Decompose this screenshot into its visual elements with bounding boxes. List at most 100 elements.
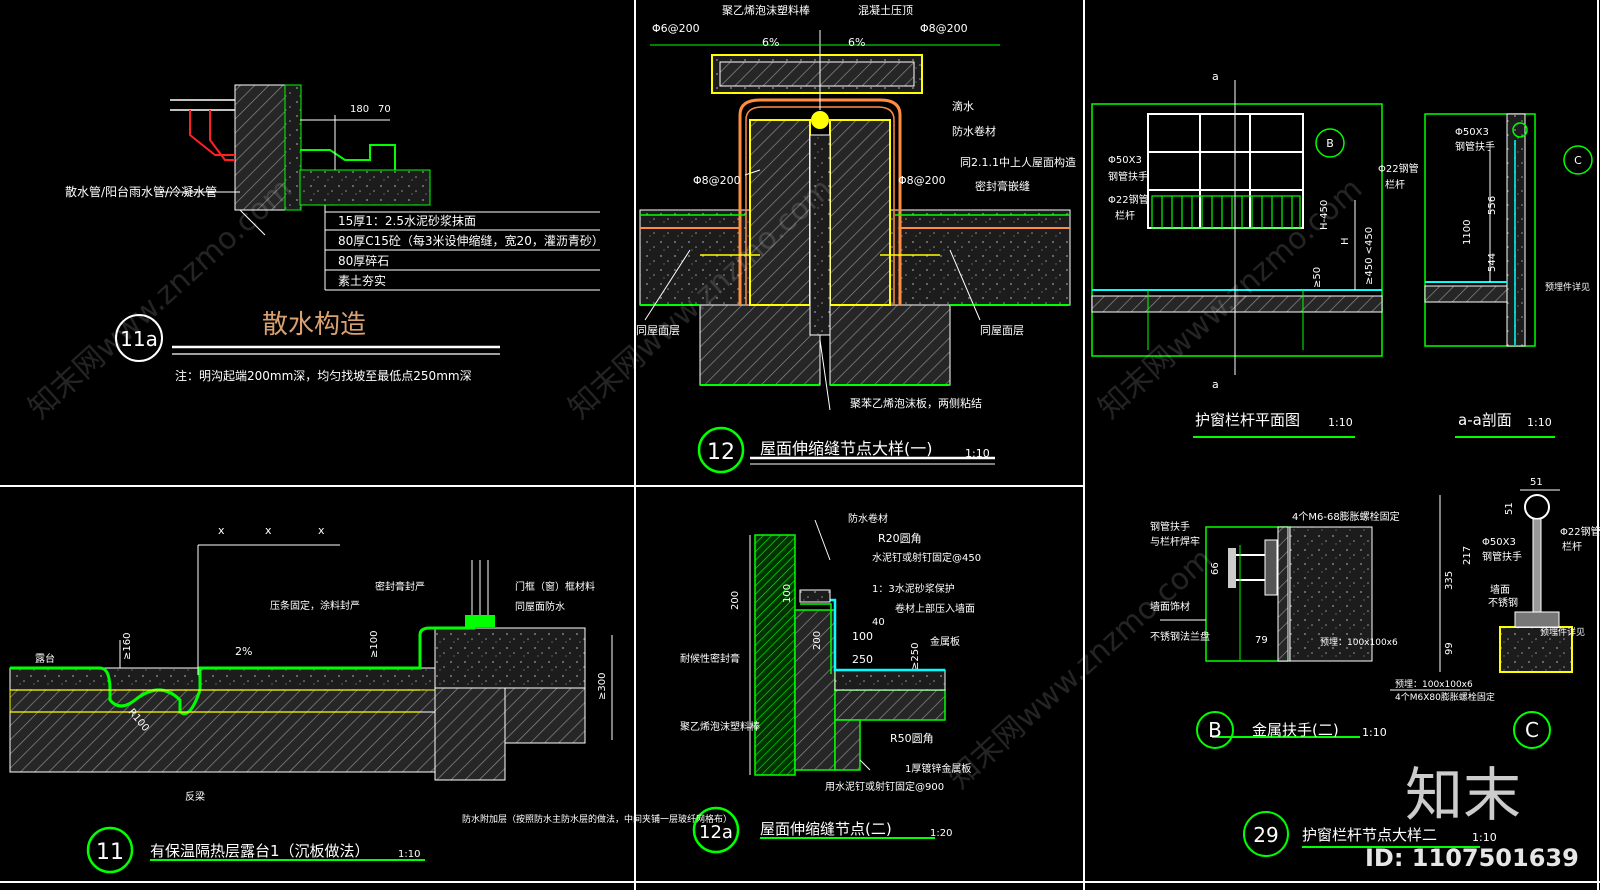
d12a-200-b: 200 <box>812 631 823 650</box>
c-dim-51-top: 51 <box>1530 477 1543 488</box>
detail-badge-11 <box>86 826 134 874</box>
badge-12a-label: 12a <box>699 822 733 843</box>
watermark-text-4: 知末网www.znzmo.com <box>942 541 1219 796</box>
panel-11-text: x x x 露台 压条固定，涂料封严 ≥160 密封膏封严 门框（窗）框材料 同… <box>35 524 732 865</box>
panel-scale-11: 1:10 <box>398 849 420 860</box>
b-dim-79: 79 <box>1255 635 1268 646</box>
panel-29-text: a a B C Φ50X3 钢管扶手 Φ22钢管 栏杆 H-450 H ≥50 … <box>1108 70 1590 429</box>
label-phi8-left: Φ8@200 <box>693 174 741 187</box>
l12a-mortar: 1：3水泥砂浆保护 <box>872 582 955 595</box>
marker-c: C <box>1574 154 1582 167</box>
section-label-phi22: Φ22钢管 <box>1378 162 1419 175</box>
b-label-wall-finish: 墙面饰材 <box>1150 600 1190 613</box>
label-coping: 混凝土压顶 <box>858 3 913 17</box>
label-roof-waterproof: 同屋面防水 <box>515 600 565 613</box>
detail-badge-b <box>1196 711 1234 749</box>
panel-11 <box>9 544 613 874</box>
callout-marker-b <box>1315 128 1345 158</box>
b-label-flange: 不锈钢法兰盘 <box>1150 630 1210 643</box>
section-label-handrail: 钢管扶手 <box>1455 140 1495 153</box>
detail-badge-29 <box>1243 811 1289 857</box>
panel-12 <box>639 30 1071 474</box>
detail-badge-c <box>1513 711 1551 749</box>
b-label-weld: 与栏杆焊牢 <box>1150 535 1200 548</box>
panel-title-12: 屋面伸缩缝节点大样(一) <box>760 439 933 458</box>
badge-29-label: 29 <box>1253 823 1278 847</box>
label-terrace: 露台 <box>35 652 55 665</box>
b-bottom-note: 预埋：100x100x6 <box>1320 637 1398 648</box>
dim-x-2: x <box>265 524 272 537</box>
panel-12a <box>692 519 946 854</box>
label-phi8-right: Φ8@200 <box>898 174 946 187</box>
dim-300: ≥300 <box>597 673 608 700</box>
l12a-membrane: 防水卷材 <box>848 512 888 525</box>
d12a-250-a: ≥250 <box>910 643 921 670</box>
b-label-bolts: 4个M6-68膨胀螺栓固定 <box>1292 510 1400 523</box>
watermark-text: 知末网www.znzmo.com <box>22 171 299 426</box>
panel-title-29: 护窗栏杆节点大样二 <box>1302 826 1437 844</box>
plan-label-phi50: Φ50X3 <box>1108 155 1142 166</box>
l12a-r20: R20圆角 <box>878 532 922 545</box>
d12a-40: 40 <box>872 617 885 628</box>
dim-x-1: x <box>218 524 225 537</box>
l12a-press-in: 卷材上部压入墙面 <box>895 602 975 615</box>
panel-12-text: Φ6@200 聚乙烯泡沫塑料棒 混凝土压顶 Φ8@200 6% 6% 滴水 防水… <box>636 3 1076 465</box>
plan-dim-50: ≥50 <box>1312 267 1323 288</box>
c-label-wall: 墙面 <box>1490 583 1510 596</box>
layer-1: 15厚1：2.5水泥砂浆抹面 <box>338 213 476 228</box>
label-strip-fix: 压条固定，涂料封严 <box>270 599 360 612</box>
panel-scale-12a: 1:20 <box>930 828 952 839</box>
detail-badge-11a <box>115 314 163 362</box>
layer-4: 素土夯实 <box>338 273 386 288</box>
c-bottom-note: 预埋：100x100x6 <box>1395 679 1473 690</box>
label-slope-2: 2% <box>235 645 252 658</box>
panel-29 <box>1091 80 1593 438</box>
d12a-250-b: 250 <box>852 653 873 666</box>
scale-plan: 1:10 <box>1328 416 1353 429</box>
panel-scale-12: 1:10 <box>965 447 990 460</box>
label-upturn-beam: 反梁 <box>185 790 205 803</box>
marker-a-top: a <box>1212 70 1219 83</box>
label-frame: 门框（窗）框材料 <box>515 580 595 593</box>
plan-dim-h450: H-450 <box>1319 200 1330 230</box>
callout-drain-pipe: 散水管/阳台雨水管/冷凝水管 <box>65 184 217 199</box>
c-dim-51-side: 51 <box>1504 502 1515 515</box>
dim-70: 70 <box>378 104 391 115</box>
c-dim-217: 217 <box>1462 546 1473 565</box>
badge-12-label: 12 <box>707 440 735 465</box>
title-plan: 护窗栏杆平面图 <box>1195 411 1300 429</box>
l12a-galv: 1厚镀锌金属板 <box>905 762 971 775</box>
panel-b-text: 钢管扶手 与栏杆焊牢 4个M6-68膨胀螺栓固定 墙面饰材 不锈钢法兰盘 66 … <box>1150 510 1400 742</box>
layer-3: 80厚碎石 <box>338 253 389 268</box>
l12a-nail-900: 用水泥钉或射钉固定@900 <box>825 780 944 793</box>
d12a-100-a: 100 <box>782 584 793 603</box>
plan-dim-450: ≥450 <450 <box>1364 227 1375 285</box>
watermark-logo: 知末 <box>1405 761 1521 829</box>
label-eps-board: 聚苯乙烯泡沫板，两侧粘结 <box>850 396 982 410</box>
badge-c-label: C <box>1525 718 1539 742</box>
plan-label-railing: 栏杆 <box>1115 209 1135 222</box>
badge-11a-label: 11a <box>120 327 158 351</box>
label-roof-ref: 同2.1.1中上人屋面构造 <box>960 155 1076 169</box>
c-dim-335: 335 <box>1444 571 1455 590</box>
c-label-steel: 不锈钢 <box>1488 596 1518 609</box>
l12a-foam-rod: 聚乙烯泡沫塑料棒 <box>680 720 760 733</box>
d12a-100-b: 100 <box>852 630 873 643</box>
c-dim-99: 99 <box>1444 642 1455 655</box>
label-drip: 滴水 <box>952 99 974 113</box>
layer-2: 80厚C15砼（每3米设伸缩缝，宽20，灌沥青砂） <box>338 233 604 248</box>
panel-title-b: 金属扶手(二) <box>1252 721 1339 739</box>
badge-11-label: 11 <box>96 840 124 865</box>
panel-title-11: 有保温隔热层露台1（沉板做法） <box>150 842 370 860</box>
section-dim-1100: 1100 <box>1462 220 1473 245</box>
c-label-handrail: 钢管扶手 <box>1482 550 1522 563</box>
panel-c-text: 51 51 217 335 99 Φ50X3 钢管扶手 Φ22钢管 栏杆 墙面 … <box>1395 477 1600 742</box>
scale-section: 1:10 <box>1527 416 1552 429</box>
panel-scale-29: 1:10 <box>1472 831 1497 844</box>
label-extra-layer: 防水附加层（按照防水主防水层的做法，中间夹铺一层玻纤网格布） <box>462 813 732 825</box>
l12a-r50: R50圆角 <box>890 732 934 745</box>
c-label-phi22: Φ22钢管 <box>1560 525 1600 538</box>
marker-a-bottom: a <box>1212 378 1219 391</box>
